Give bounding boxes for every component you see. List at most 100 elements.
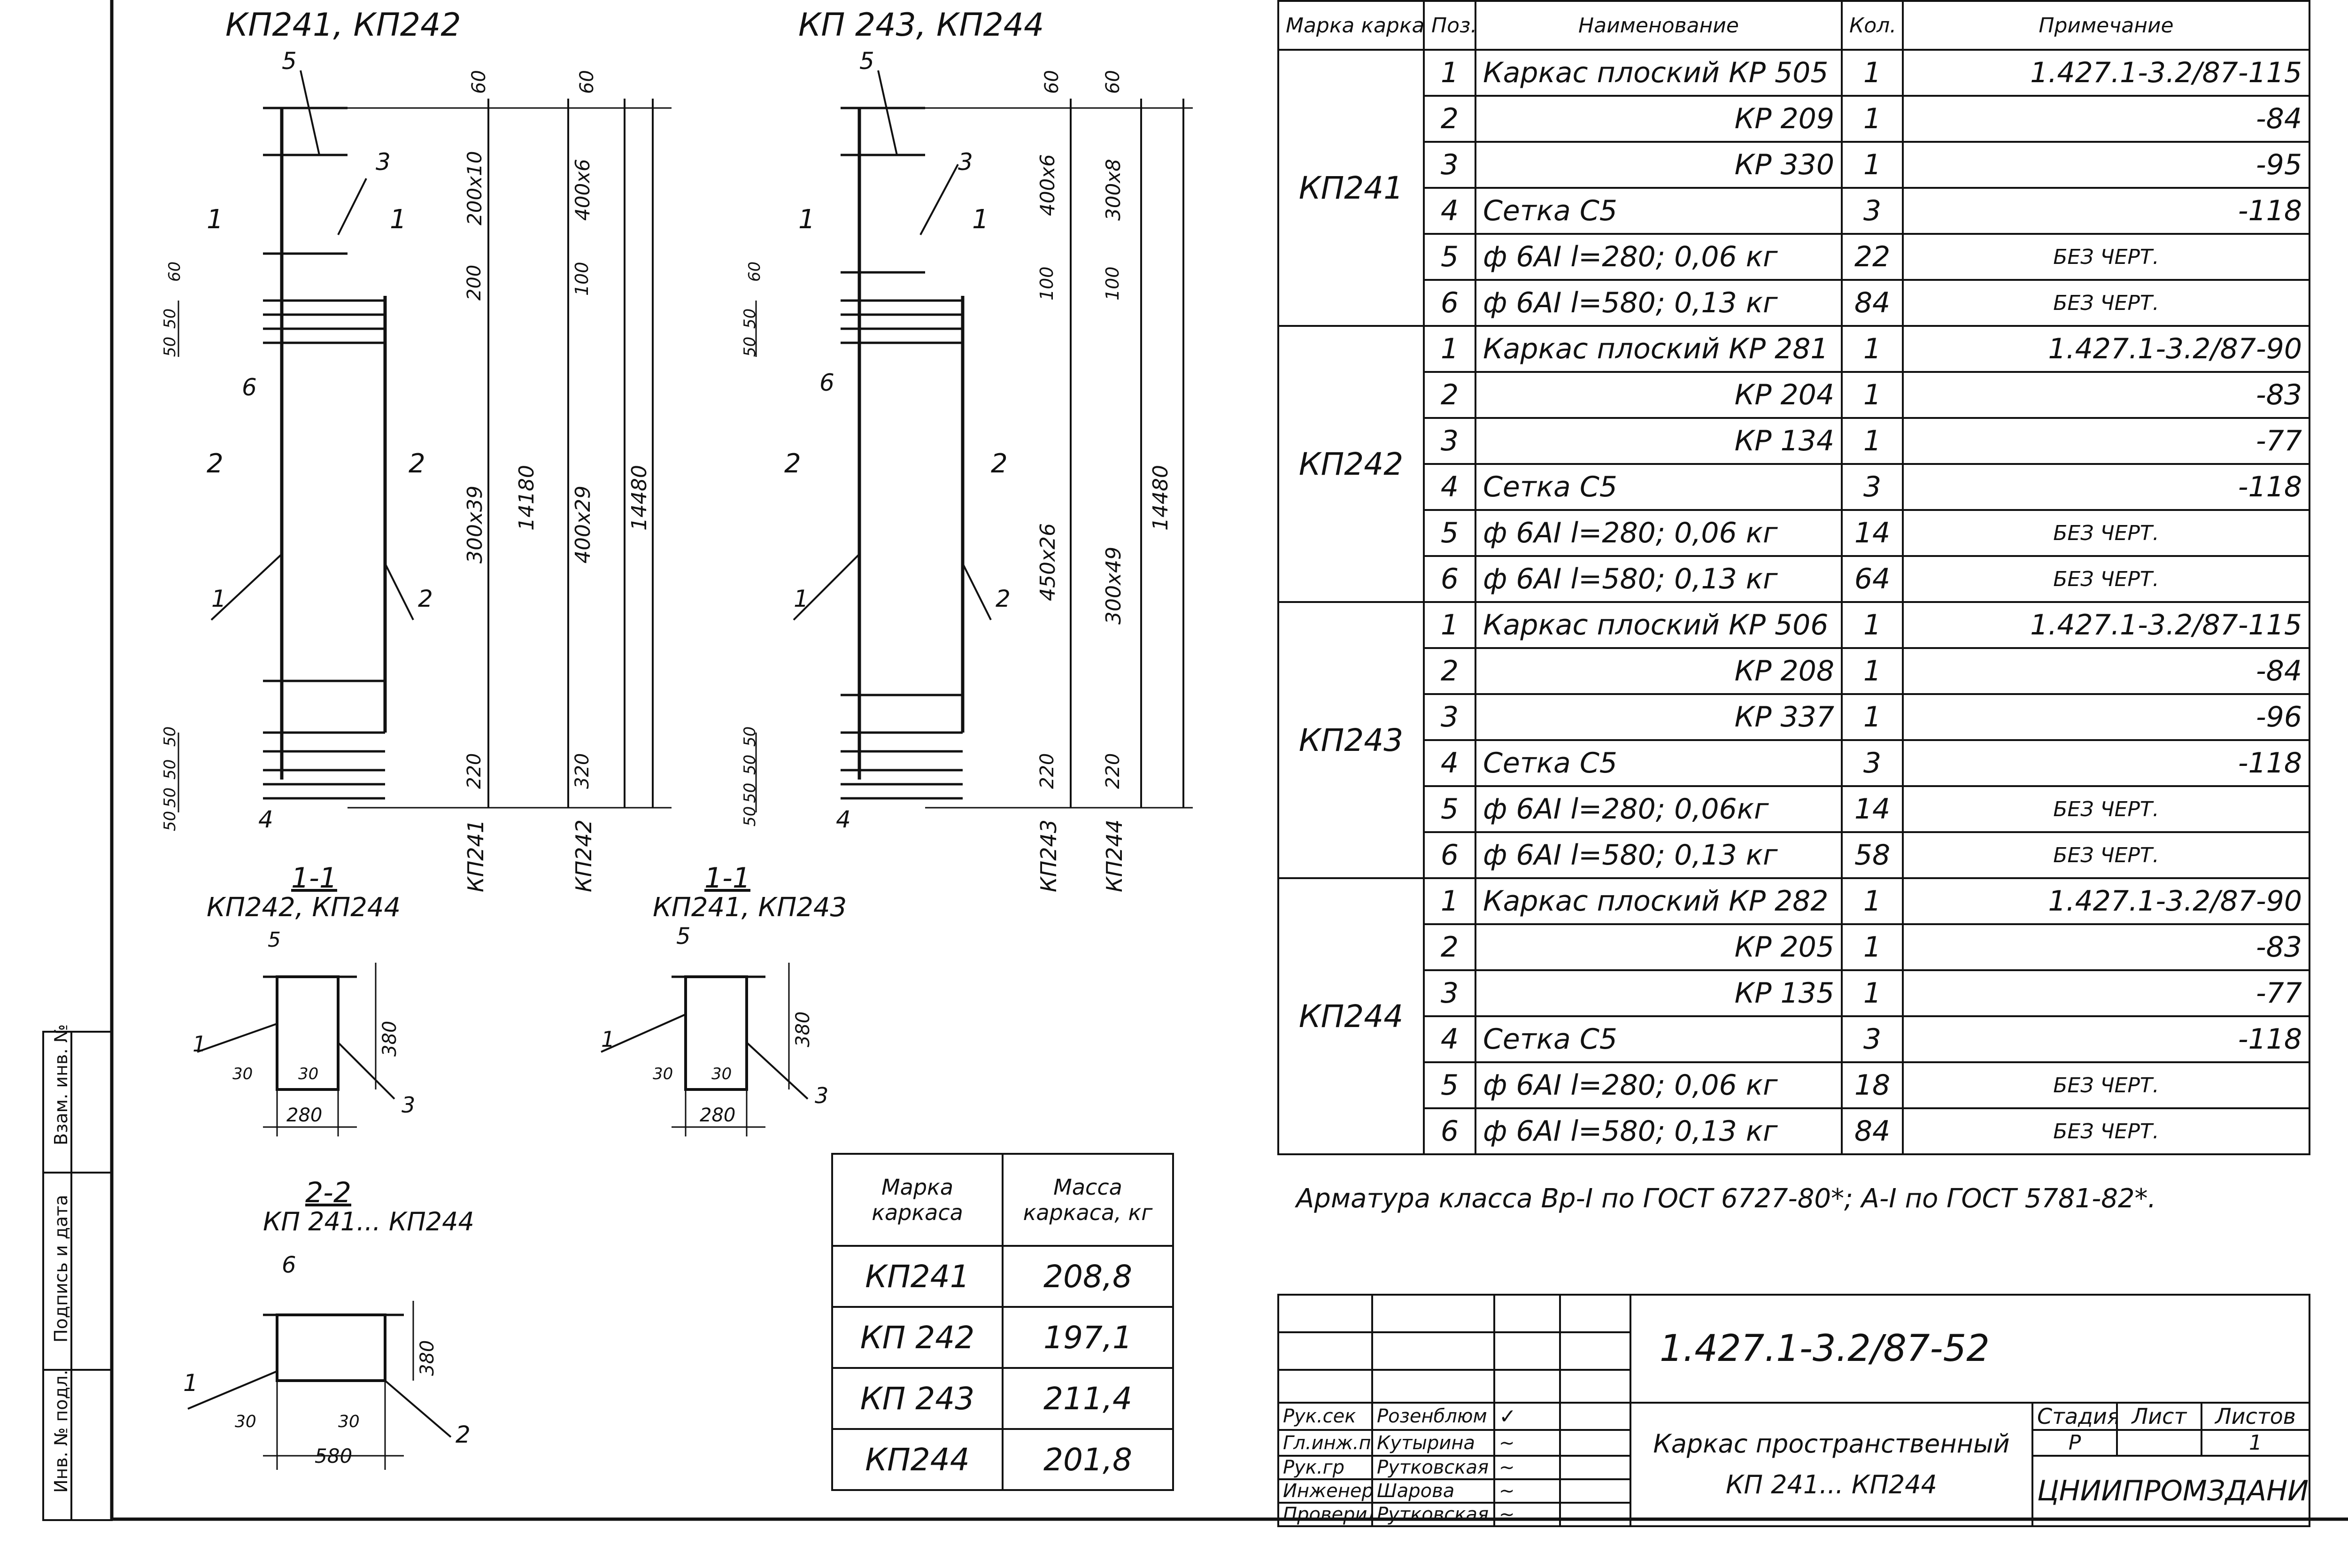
- spec-pos-cell: 6: [1423, 831, 1476, 879]
- right-small-50e: 50: [741, 782, 759, 803]
- sheets-label: Листов: [2200, 1402, 2311, 1431]
- right-total: 14480: [1149, 465, 1173, 531]
- spec-pos-cell: 2: [1423, 371, 1476, 419]
- spec-note-cell: -84: [1902, 647, 2310, 695]
- spec-note-cell: БЕЗ ЧЕРТ.: [1902, 785, 2310, 833]
- right-dim-a-mark: КП243: [1036, 819, 1061, 892]
- right-dim-b-220: 220: [1102, 753, 1124, 789]
- spec-name-cell: Каркас плоский КР 505: [1475, 49, 1843, 97]
- table-row: 3 КР 337 1 -96: [1278, 693, 2310, 741]
- spec-name-cell: КР 205: [1475, 923, 1843, 971]
- spec-note-cell: БЕЗ ЧЕРТ.: [1902, 555, 2310, 603]
- spec-note-cell: БЕЗ ЧЕРТ.: [1902, 831, 2310, 879]
- spec-qty-cell: 1: [1841, 141, 1904, 189]
- spec-pos-cell: 6: [1423, 1107, 1476, 1155]
- table-row: 2 КР 205 1 -83: [1278, 923, 2310, 971]
- signature-name: Рутковская: [1371, 1502, 1495, 1527]
- right-dim-a-400x6: 400х6: [1036, 154, 1059, 216]
- sec11-right-subtitle: КП241, КП243: [653, 892, 847, 923]
- mass-value-cell: 201,8: [1002, 1428, 1174, 1491]
- sec22-number: 2-2: [305, 1176, 351, 1209]
- signature-role: Инженер: [1277, 1478, 1373, 1504]
- mass-table: Марка каркаса Масса каркаса, кг КП241 20…: [831, 1153, 1174, 1491]
- spec-qty-cell: 3: [1841, 739, 1904, 787]
- left-dim-b-400x6: 400х6: [571, 159, 594, 221]
- left-total-2: 14480: [627, 465, 651, 531]
- sec11-right-pos-5: 5: [676, 923, 691, 950]
- right-pos-2c: 2: [996, 585, 1011, 612]
- sec11-right-dim-380: 380: [792, 1011, 814, 1047]
- strip-label-replace-inv: Взам. инв. №: [51, 1024, 71, 1145]
- table-row: КП241 208,8: [831, 1245, 1174, 1308]
- sec11-left-pos-5: 5: [268, 928, 281, 952]
- sec11-right-dim-280: 280: [700, 1105, 736, 1126]
- left-pos-1c: 1: [211, 585, 226, 612]
- signature-mark: ∼: [1493, 1478, 1561, 1504]
- table-row: КП244 201,8: [831, 1428, 1174, 1491]
- left-dim-a-60: 60: [468, 70, 490, 94]
- right-dim-b-300x8: 300х8: [1102, 159, 1125, 221]
- signature-role: Рук.гр: [1277, 1455, 1373, 1480]
- right-small-50d: 50: [741, 754, 759, 775]
- signature-row: Инженер Шарова ∼: [1277, 1478, 2309, 1504]
- table-row: 5 ф 6АI l=280; 0,06кг 14 БЕЗ ЧЕРТ.: [1278, 785, 2310, 833]
- spec-qty-cell: 3: [1841, 1015, 1904, 1063]
- left-dim-b-60: 60: [576, 70, 598, 94]
- mass-mark-cell: КП241: [831, 1245, 1004, 1308]
- reinforcement-note: Арматура класса Вр-I по ГОСТ 6727-80*; А…: [1296, 1183, 2156, 1214]
- spec-name-cell: ф 6АI l=280; 0,06 кг: [1475, 509, 1843, 557]
- sec22-subtitle: КП 241... КП244: [263, 1207, 474, 1236]
- mass-header-mass: Масса каркаса, кг: [1002, 1153, 1174, 1247]
- spec-qty-cell: 14: [1841, 785, 1904, 833]
- spec-name-cell: КР 209: [1475, 95, 1843, 143]
- left-pos-5: 5: [282, 47, 297, 75]
- spec-note-cell: БЕЗ ЧЕРТ.: [1902, 1107, 2310, 1155]
- sec11-right-pos-3: 3: [815, 1083, 829, 1108]
- spec-qty-cell: 64: [1841, 555, 1904, 603]
- spec-pos-cell: 3: [1423, 969, 1476, 1017]
- spec-name-cell: Каркас плоский КР 281: [1475, 325, 1843, 373]
- right-pos-2a: 2: [784, 448, 801, 479]
- sec22-pos-6: 6: [282, 1252, 296, 1278]
- spec-name-cell: КР 330: [1475, 141, 1843, 189]
- spec-pos-cell: 1: [1423, 49, 1476, 97]
- spec-qty-cell: 14: [1841, 509, 1904, 557]
- spec-qty-cell: 1: [1841, 49, 1904, 97]
- spec-note-cell: -118: [1902, 463, 2310, 511]
- spec-qty-cell: 1: [1841, 647, 1904, 695]
- left-small-50c: 50: [161, 726, 179, 747]
- spec-note-cell: БЕЗ ЧЕРТ.: [1902, 509, 2310, 557]
- table-row: КП243 1 Каркас плоский КР 506 1 1.427.1-…: [1277, 601, 2310, 879]
- signature-name: Рутковская: [1371, 1455, 1495, 1480]
- spec-qty-cell: 3: [1841, 463, 1904, 511]
- right-dim-b-mark: КП244: [1102, 819, 1127, 892]
- signature-row: Проверил Рутковская ∼: [1277, 1502, 2309, 1527]
- table-row: КП241 1 Каркас плоский КР 505 1 1.427.1-…: [1277, 49, 2310, 327]
- spec-pos-cell: 2: [1423, 95, 1476, 143]
- left-pos-2c: 2: [418, 585, 433, 612]
- mass-mark-cell: КП244: [831, 1428, 1004, 1491]
- left-small-50b: 50: [161, 336, 179, 357]
- spec-header-pos: Поз.: [1423, 0, 1476, 51]
- spec-note-cell: -77: [1902, 969, 2310, 1017]
- spec-pos-cell: 1: [1423, 877, 1476, 925]
- left-dim-a-220: 220: [463, 753, 485, 789]
- left-dim-b-400x29: 400х29: [571, 485, 595, 564]
- spec-name-cell: Сетка С5: [1475, 463, 1843, 511]
- table-row: 2 КР 208 1 -84: [1278, 647, 2310, 695]
- table-row: 3 КР 135 1 -77: [1278, 969, 2310, 1017]
- spec-note-cell: 1.427.1-3.2/87-115: [1902, 601, 2310, 649]
- spec-header-mark: Марка каркаса: [1277, 0, 1425, 51]
- spec-pos-cell: 4: [1423, 739, 1476, 787]
- document-title: Каркас пространственный КП 241... КП244: [1630, 1402, 2033, 1527]
- sec22-dim-30a: 30: [235, 1412, 256, 1431]
- left-pos-6: 6: [242, 374, 257, 401]
- table-row: 5 ф 6АI l=280; 0,06 кг 18 БЕЗ ЧЕРТ.: [1278, 1061, 2310, 1109]
- sec11-left-pos-1: 1: [193, 1031, 207, 1057]
- table-row: 4 Сетка С5 3 -118: [1278, 739, 2310, 787]
- strip-label-signature: Подпись и дата: [51, 1195, 71, 1343]
- left-dim-a-200: 200: [463, 264, 485, 301]
- spec-qty-cell: 3: [1841, 187, 1904, 235]
- right-dim-b-300x49: 300х49: [1102, 546, 1126, 625]
- spec-pos-cell: 1: [1423, 325, 1476, 373]
